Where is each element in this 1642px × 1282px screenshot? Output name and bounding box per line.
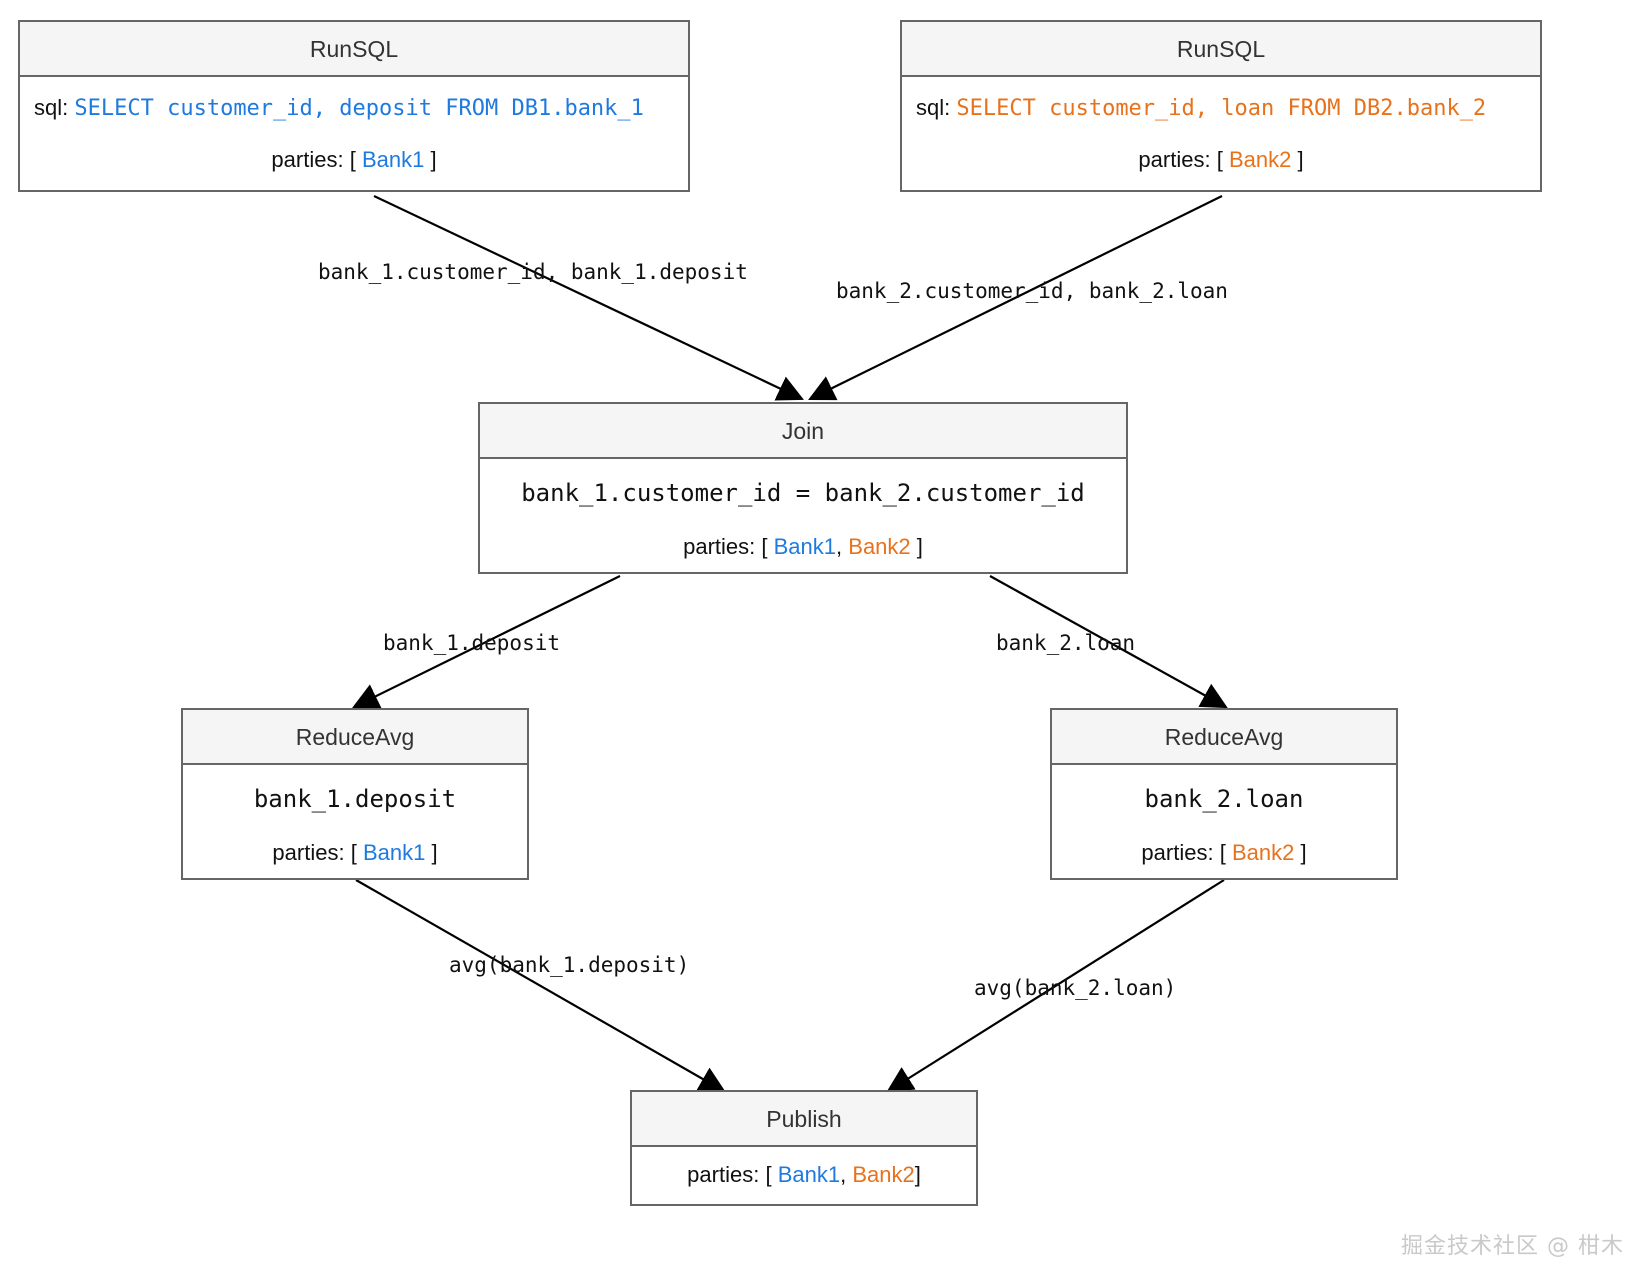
node-reduceavg-left[interactable]: ReduceAvg bank_1.deposit parties: [ Bank… bbox=[181, 708, 529, 880]
parties-row: parties: [ Bank2 ] bbox=[916, 140, 1526, 180]
bracket-open: [ bbox=[349, 147, 356, 172]
party-bank1: Bank1 bbox=[777, 1162, 841, 1187]
node-body: bank_1.customer_id = bank_2.customer_id … bbox=[480, 459, 1126, 583]
node-join[interactable]: Join bank_1.customer_id = bank_2.custome… bbox=[478, 402, 1128, 574]
bracket-open: [ bbox=[1219, 840, 1226, 865]
node-title: Join bbox=[480, 404, 1126, 459]
parties-key: parties: bbox=[687, 1162, 760, 1187]
edge-label-join-to-reduceavg-right: bank_2.loan bbox=[996, 631, 1136, 655]
parties-row: parties: [ Bank1 ] bbox=[34, 140, 674, 180]
node-runsql-right[interactable]: RunSQL sql: SELECT customer_id, loan FRO… bbox=[900, 20, 1542, 192]
sql-key: sql: bbox=[34, 95, 69, 120]
parties-separator: , bbox=[836, 534, 843, 559]
party-bank2: Bank2 bbox=[1228, 147, 1292, 172]
edge-label-runsql-left-to-join: bank_1.customer_id, bank_1.deposit bbox=[318, 260, 748, 284]
bracket-close: ] bbox=[914, 1162, 921, 1187]
bracket-close: ] bbox=[1300, 840, 1307, 865]
sql-value: SELECT customer_id, loan FROM DB2.bank_2 bbox=[956, 96, 1487, 121]
node-title: ReduceAvg bbox=[1052, 710, 1396, 765]
edge-label-reduceavg-right-to-publish: avg(bank_2.loan) bbox=[974, 976, 1177, 1000]
bracket-open: [ bbox=[350, 840, 357, 865]
sql-row: sql: SELECT customer_id, loan FROM DB2.b… bbox=[916, 91, 1526, 126]
party-bank2: Bank2 bbox=[848, 534, 911, 559]
node-body: bank_2.loan parties: [ Bank2 ] bbox=[1052, 765, 1396, 889]
node-reduceavg-right[interactable]: ReduceAvg bank_2.loan parties: [ Bank2 ] bbox=[1050, 708, 1398, 880]
node-body: sql: SELECT customer_id, deposit FROM DB… bbox=[20, 77, 688, 196]
parties-key: parties: bbox=[1141, 840, 1214, 865]
node-body: bank_1.deposit parties: [ Bank1 ] bbox=[183, 765, 527, 889]
bracket-close: ] bbox=[916, 534, 923, 559]
reduce-expression: bank_2.loan bbox=[1144, 785, 1304, 813]
node-title: RunSQL bbox=[20, 22, 688, 77]
node-body: sql: SELECT customer_id, loan FROM DB2.b… bbox=[902, 77, 1540, 196]
edge-label-reduceavg-left-to-publish: avg(bank_1.deposit) bbox=[449, 953, 690, 977]
bracket-open: [ bbox=[765, 1162, 772, 1187]
reduce-expression: bank_1.deposit bbox=[253, 785, 457, 813]
bracket-close: ] bbox=[1297, 147, 1304, 172]
party-bank2: Bank2 bbox=[852, 1162, 915, 1187]
node-publish[interactable]: Publish parties: [ Bank1, Bank2] bbox=[630, 1090, 978, 1206]
parties-key: parties: bbox=[683, 534, 756, 559]
node-runsql-left[interactable]: RunSQL sql: SELECT customer_id, deposit … bbox=[18, 20, 690, 192]
bracket-open: [ bbox=[761, 534, 768, 559]
edge-reduceavg-left-to-publish bbox=[355, 879, 726, 1093]
party-bank1: Bank1 bbox=[361, 147, 425, 172]
parties-row: parties: [ Bank1, Bank2 ] bbox=[494, 527, 1112, 567]
sql-value: SELECT customer_id, deposit FROM DB1.ban… bbox=[74, 96, 644, 121]
edge-runsql-left-to-join bbox=[373, 195, 804, 401]
parties-row: parties: [ Bank1, Bank2] bbox=[646, 1155, 962, 1195]
bracket-close: ] bbox=[430, 147, 437, 172]
edge-label-join-to-reduceavg-left: bank_1.deposit bbox=[383, 631, 561, 655]
parties-key: parties: bbox=[1138, 147, 1211, 172]
party-bank2: Bank2 bbox=[1231, 840, 1295, 865]
party-bank1: Bank1 bbox=[773, 534, 837, 559]
parties-row: parties: [ Bank2 ] bbox=[1066, 833, 1382, 873]
parties-row: parties: [ Bank1 ] bbox=[197, 833, 513, 873]
watermark: 掘金技术社区 @ 柑木 bbox=[1401, 1234, 1624, 1259]
edge-label-runsql-right-to-join: bank_2.customer_id, bank_2.loan bbox=[836, 279, 1228, 303]
node-title: RunSQL bbox=[902, 22, 1540, 77]
sql-row: sql: SELECT customer_id, deposit FROM DB… bbox=[34, 91, 674, 126]
parties-key: parties: bbox=[271, 147, 344, 172]
node-title: Publish bbox=[632, 1092, 976, 1147]
bracket-close: ] bbox=[431, 840, 438, 865]
bracket-open: [ bbox=[1216, 147, 1223, 172]
party-bank1: Bank1 bbox=[362, 840, 426, 865]
parties-separator: , bbox=[840, 1162, 847, 1187]
join-expression: bank_1.customer_id = bank_2.customer_id bbox=[521, 479, 1085, 507]
node-title: ReduceAvg bbox=[183, 710, 527, 765]
sql-key: sql: bbox=[916, 95, 951, 120]
node-body: parties: [ Bank1, Bank2] bbox=[632, 1147, 976, 1211]
parties-key: parties: bbox=[272, 840, 345, 865]
